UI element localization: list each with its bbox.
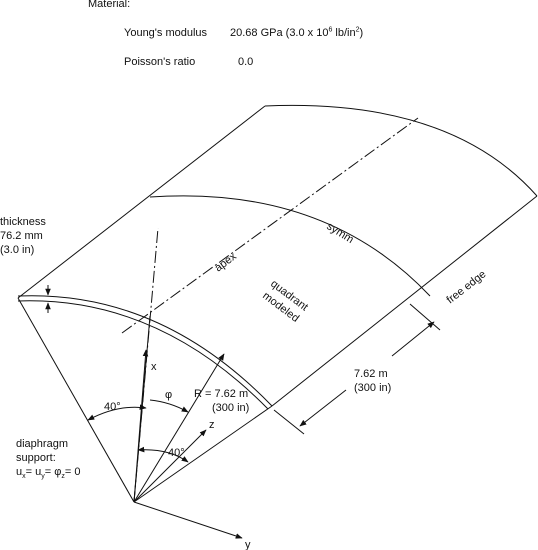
poissons-ratio-label: Poisson's ratio [124, 56, 196, 68]
front-arc-inner [17, 300, 269, 410]
symm-label: symm [324, 220, 355, 246]
apex-arc [149, 195, 431, 297]
length-dimension-left [299, 389, 347, 427]
thickness-value-mm: 76.2 mm [0, 230, 43, 242]
diaphragm-conditions: ux= uy= φz= 0 [16, 466, 81, 481]
diaphragm-support-label: support: [16, 452, 56, 464]
back-arc [264, 104, 538, 197]
symmetry-line [121, 117, 419, 334]
right-free-edge [271, 195, 538, 407]
material-heading: Material: [88, 0, 131, 10]
phi-label: φ [165, 389, 172, 401]
apex-label: apex [213, 250, 240, 274]
z-axis [133, 429, 207, 503]
poissons-ratio-value: 0.0 [238, 56, 254, 68]
length-ext-line-2 [409, 303, 441, 331]
angle-arc-left [87, 404, 147, 421]
y-axis [133, 501, 243, 539]
radius-label-in: (300 in) [212, 402, 250, 414]
youngs-modulus-label: Young's modulus [124, 27, 208, 39]
youngs-modulus-value: 20.68 GPa (3.0 x 106 lb/in2) [230, 26, 364, 39]
thickness-label: thickness [0, 216, 46, 228]
angle-bottom-label: 40° [168, 447, 185, 459]
x-axis [133, 349, 149, 503]
radius-line-right [133, 405, 273, 503]
angle-arc-bottom [137, 446, 189, 463]
z-axis-label: z [209, 419, 215, 431]
radius-line-left [17, 297, 135, 503]
length-label-m: 7.62 m [354, 368, 388, 380]
free-edge-label: free edge [444, 268, 488, 306]
phi-arrow [149, 399, 189, 413]
radius-arrow [133, 353, 225, 503]
front-arc-outer [17, 295, 273, 407]
left-free-edge [17, 105, 266, 299]
length-dimension-right [391, 321, 435, 357]
thickness-value-in: (3.0 in) [0, 244, 35, 256]
radius-label-m: R = 7.62 m [194, 388, 249, 400]
length-ext-line-1 [273, 409, 305, 435]
angle-left-label: 40° [104, 401, 121, 413]
length-label-in: (300 in) [354, 382, 392, 394]
diaphragm-label: diaphragm [16, 438, 68, 450]
x-axis-label: x [151, 361, 157, 373]
y-axis-label: y [245, 539, 251, 550]
